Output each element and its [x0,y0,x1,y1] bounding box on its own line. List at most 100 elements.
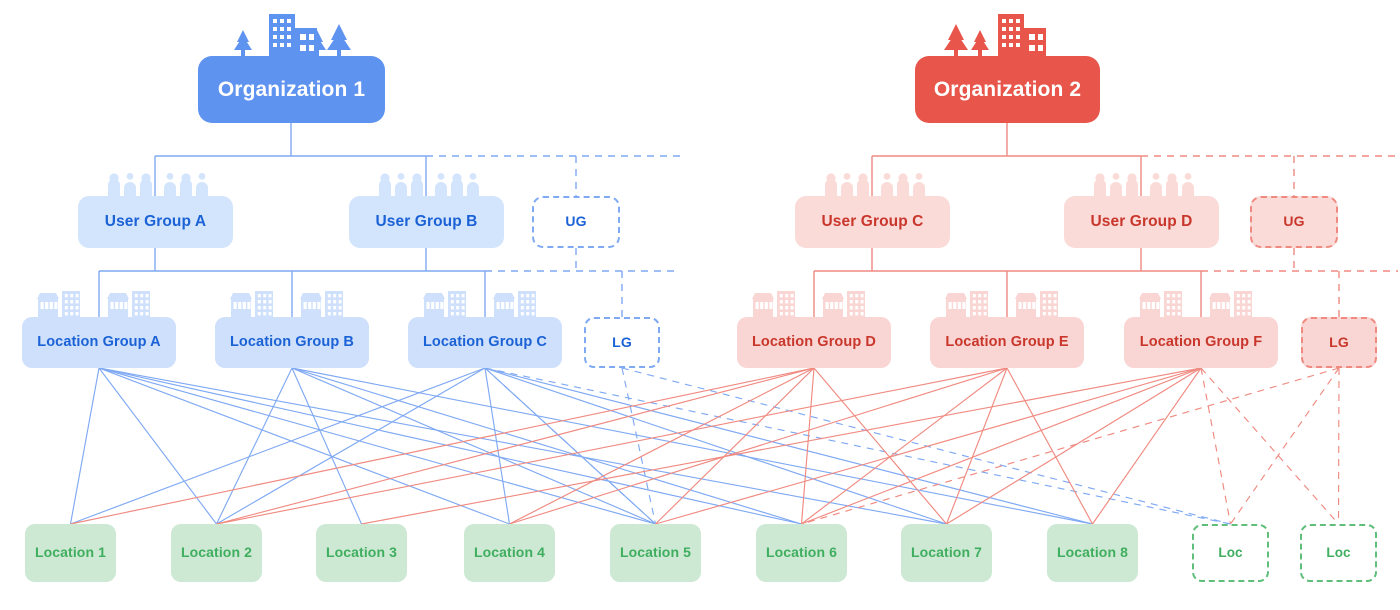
user-group-placeholder-label: UG [565,213,587,230]
membership-line [1230,367,1340,525]
location-group-node-label: Location Group A [37,333,161,350]
location-node-loc8[interactable]: Location 8 [1047,524,1138,582]
location-group-node-lge[interactable]: Location Group E [930,317,1084,368]
location-node-label: Location 2 [180,544,252,561]
membership-line [484,367,1093,525]
membership-line [484,367,511,525]
membership-lines [69,367,1340,525]
organization-node-org2[interactable]: Organization 2 [915,56,1100,123]
membership-line [215,367,293,525]
location-node-label: Location 4 [473,544,545,561]
shops-icon [751,287,877,319]
shops-icon [422,287,548,319]
location-placeholder-label: Loc [1326,544,1351,560]
membership-line [655,367,1202,525]
location-group-node-label: Location Group E [945,333,1069,350]
membership-line [509,367,815,525]
location-node-label: Location 8 [1056,544,1128,561]
location-group-node-label: Location Group B [229,333,355,350]
location-group-node-lgd[interactable]: Location Group D [737,317,891,368]
location-group-node-label: Location Group D [751,333,877,350]
membership-line [216,367,486,525]
location-node-loc3[interactable]: Location 3 [316,524,407,582]
shops-icon [1138,287,1264,319]
location-placeholder-loc-ghost-1[interactable]: Loc [1192,524,1269,582]
location-node-label: Location 5 [619,544,691,561]
location-node-loc5[interactable]: Location 5 [610,524,701,582]
membership-line [70,367,486,525]
location-node-label: Location 6 [765,544,837,561]
user-group-node-ugd[interactable]: User Group D [1064,196,1219,248]
user-group-node-label: User Group B [375,213,478,231]
membership-line [484,367,656,525]
membership-line [216,367,1008,525]
user-group-node-ugc[interactable]: User Group C [795,196,950,248]
membership-line [98,367,656,525]
membership-line [801,367,1340,525]
user-group-node-ugb[interactable]: User Group B [349,196,504,248]
people-icon [821,172,925,198]
shops-icon [944,287,1070,319]
membership-line [1006,367,1094,525]
user-group-node-uga[interactable]: User Group A [78,196,233,248]
location-node-label: Location 7 [910,544,982,561]
membership-line [509,367,1008,525]
membership-line [801,367,1202,525]
location-node-label: Location 1 [34,544,106,561]
membership-line [69,367,100,525]
membership-line [291,367,802,525]
location-node-label: Location 3 [325,544,397,561]
location-node-loc2[interactable]: Location 2 [171,524,262,582]
location-node-loc1[interactable]: Location 1 [25,524,116,582]
membership-line [1200,367,1339,525]
location-group-placeholder-lg-ghost-2[interactable]: LG [1301,317,1377,368]
location-group-placeholder-lg-ghost-1[interactable]: LG [584,317,660,368]
city-trees-icon [225,12,355,58]
location-group-node-label: Location Group C [422,333,548,350]
membership-line [621,367,1231,525]
location-group-node-lgf[interactable]: Location Group F [1124,317,1278,368]
location-group-placeholder-label: LG [1329,333,1349,350]
people-icon [375,172,479,198]
user-group-placeholder-label: UG [1283,213,1305,230]
membership-line [484,367,1231,525]
membership-line [800,367,815,525]
people-icon [104,172,208,198]
organization-node-label: Organization 2 [933,77,1082,101]
membership-line [98,367,217,525]
membership-line [1092,367,1202,525]
location-group-node-label: Location Group F [1139,333,1263,350]
city-trees-icon [940,12,1070,58]
location-group-placeholder-label: LG [612,333,632,350]
membership-line [1200,367,1232,525]
user-group-node-label: User Group C [821,213,924,231]
user-group-node-label: User Group D [1090,213,1193,231]
people-icon [1090,172,1194,198]
membership-line [98,367,802,525]
user-group-node-label: User Group A [104,213,207,231]
membership-line [361,367,1202,525]
location-group-node-lga[interactable]: Location Group A [22,317,176,368]
location-node-loc7[interactable]: Location 7 [901,524,992,582]
membership-line [291,367,1093,525]
location-placeholder-loc-ghost-2[interactable]: Loc [1300,524,1377,582]
membership-line [98,367,510,525]
membership-line [291,367,656,525]
membership-line [946,367,1202,525]
membership-line [621,367,657,525]
membership-line [98,367,947,525]
membership-line [70,367,815,525]
location-group-node-lgb[interactable]: Location Group B [215,317,369,368]
location-node-loc4[interactable]: Location 4 [464,524,555,582]
membership-line [291,367,363,525]
location-group-node-lgc[interactable]: Location Group C [408,317,562,368]
membership-line [216,367,815,525]
organization-node-org1[interactable]: Organization 1 [198,56,385,123]
location-node-loc6[interactable]: Location 6 [756,524,847,582]
location-placeholder-label: Loc [1218,544,1243,560]
membership-line [484,367,947,525]
membership-line [813,367,947,525]
user-group-placeholder-ug-ghost-1[interactable]: UG [532,196,620,248]
user-group-placeholder-ug-ghost-2[interactable]: UG [1250,196,1338,248]
